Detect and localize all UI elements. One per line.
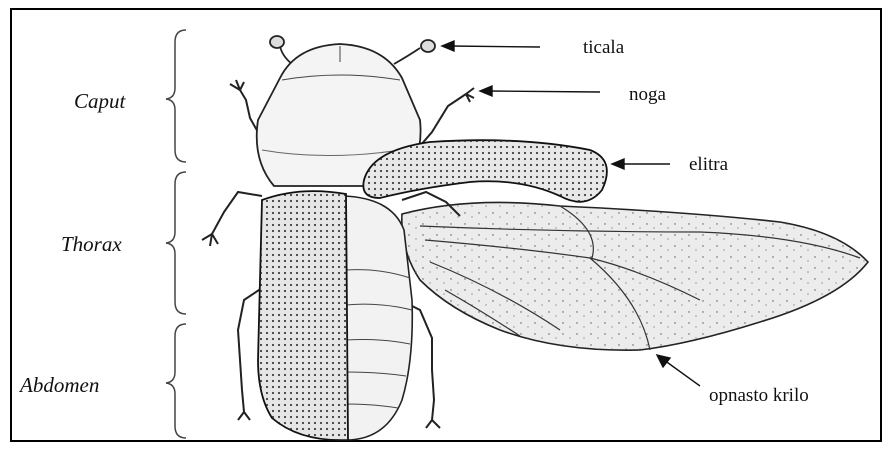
arrow-elitra [612,159,670,169]
abdomen-body [344,196,412,440]
leg-mid-left [202,192,262,246]
caput-brace [166,30,186,162]
part-label-ticala: ticala [583,37,624,59]
left-elytron [258,191,348,440]
region-label-thorax: Thorax [61,232,122,257]
abdomen-brace [166,324,186,438]
part-label-opnasto-krilo: opnasto krilo [709,385,809,407]
raised-elytron [363,140,607,202]
antenna-left [270,36,292,64]
arrow-noga [480,86,600,96]
thorax-brace [166,172,186,314]
arrow-opnasto-krilo [657,355,700,386]
antenna-right [394,40,435,64]
part-label-noga: noga [629,84,666,106]
arrow-ticala [442,41,540,51]
membranous-wing [402,202,868,350]
part-label-elitra: elitra [689,154,728,176]
region-label-caput: Caput [74,89,125,114]
region-label-abdomen: Abdomen [20,373,99,398]
